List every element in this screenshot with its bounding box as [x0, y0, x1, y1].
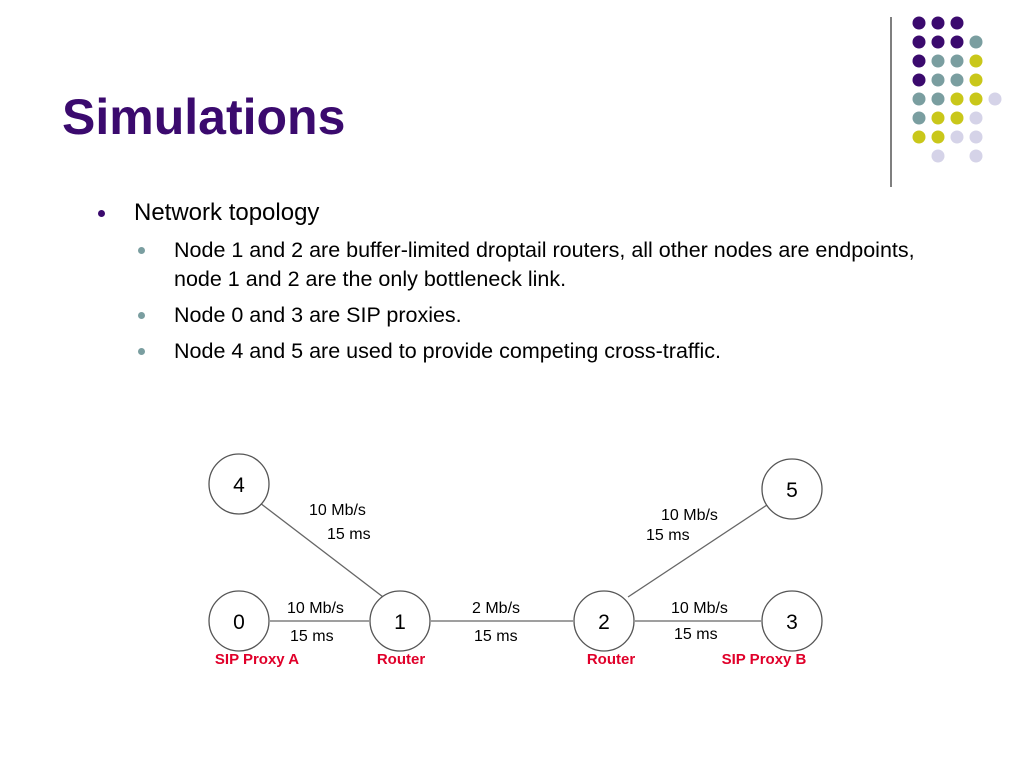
- decorative-dot: [969, 73, 983, 87]
- decorative-dot: [969, 130, 983, 144]
- node-3: 3: [761, 590, 823, 652]
- sub-bullet-dot-icon: [138, 247, 145, 254]
- link-0-1-bandwidth: 10 Mb/s: [287, 600, 344, 617]
- node-0: 0: [208, 590, 270, 652]
- link-4-1: [259, 502, 384, 598]
- sub-bullet-text: Node 4 and 5 are used to provide competi…: [174, 339, 721, 363]
- dot-grid-group: [912, 16, 1002, 163]
- decorative-dot: [912, 130, 926, 144]
- sub-bullet-sip-proxies: Node 0 and 3 are SIP proxies.: [138, 301, 958, 330]
- role-label-router-1: Router: [377, 651, 425, 668]
- node-label: 0: [233, 611, 245, 634]
- node-2: 2: [573, 590, 635, 652]
- link-2-3-bandwidth: 10 Mb/s: [671, 600, 728, 617]
- bullet-dot-icon: [98, 210, 105, 217]
- link-4-1-bandwidth: 10 Mb/s: [309, 502, 366, 519]
- role-label-router-2: Router: [587, 651, 635, 668]
- decorative-dot: [912, 16, 926, 30]
- link-5-2-bandwidth: 10 Mb/s: [661, 507, 718, 524]
- decorative-dot: [912, 35, 926, 49]
- sub-bullet-dot-icon: [138, 348, 145, 355]
- sub-bullet-cross-traffic: Node 4 and 5 are used to provide competi…: [138, 337, 958, 366]
- link-5-2: [627, 502, 771, 598]
- decorative-dot: [950, 54, 964, 68]
- decorative-dot: [912, 111, 926, 125]
- decorative-dot: [969, 92, 983, 106]
- node-5: 5: [761, 458, 823, 520]
- bullet-list: Network topology Node 1 and 2 are buffer…: [98, 198, 958, 373]
- link-5-2-delay: 15 ms: [646, 527, 690, 544]
- decorative-dot: [950, 73, 964, 87]
- bullet-network-topology: Network topology: [98, 198, 958, 228]
- decorative-dot: [931, 92, 945, 106]
- decorative-dot: [931, 54, 945, 68]
- node-label: 5: [786, 479, 798, 502]
- bullet-text: Network topology: [134, 199, 320, 226]
- link-1-2-delay: 15 ms: [474, 628, 518, 645]
- decorative-dot: [969, 111, 983, 125]
- decorative-dot: [950, 16, 964, 30]
- link-0-1-delay: 15 ms: [290, 628, 334, 645]
- decorative-dot: [969, 35, 983, 49]
- link-4-1-delay: 15 ms: [327, 526, 371, 543]
- sub-bullet-text: Node 1 and 2 are buffer-limited droptail…: [174, 238, 915, 291]
- link-2-3-delay: 15 ms: [674, 626, 718, 643]
- decorative-dot: [931, 130, 945, 144]
- decorative-dot: [950, 111, 964, 125]
- sub-bullet-text: Node 0 and 3 are SIP proxies.: [174, 303, 462, 327]
- decorative-dot: [931, 16, 945, 30]
- decorative-dot: [931, 35, 945, 49]
- node-label: 4: [233, 474, 245, 497]
- node-4: 4: [208, 453, 270, 515]
- node-label: 2: [598, 611, 610, 634]
- decorative-dot: [950, 92, 964, 106]
- decorative-dot: [912, 54, 926, 68]
- decorative-dot-grid: [890, 16, 1002, 187]
- decorative-dot: [988, 92, 1002, 106]
- decorative-dot: [912, 73, 926, 87]
- decorative-dot: [969, 54, 983, 68]
- role-label-sip-proxy-b: SIP Proxy B: [722, 651, 807, 668]
- decorative-dot: [950, 35, 964, 49]
- decorative-dot: [931, 149, 945, 163]
- decorative-dot: [912, 92, 926, 106]
- link-1-2-bandwidth: 2 Mb/s: [472, 600, 520, 617]
- sub-bullet-dot-icon: [138, 312, 145, 319]
- slide-title: Simulations: [62, 89, 346, 145]
- decorative-dot: [931, 73, 945, 87]
- decorative-dot: [950, 130, 964, 144]
- node-label: 3: [786, 611, 798, 634]
- node-label: 1: [394, 611, 406, 634]
- node-1: 1: [369, 590, 431, 652]
- role-label-sip-proxy-a: SIP Proxy A: [215, 651, 299, 668]
- decorative-dot: [931, 111, 945, 125]
- decorative-dot: [969, 149, 983, 163]
- sub-bullet-routers: Node 1 and 2 are buffer-limited droptail…: [138, 236, 958, 294]
